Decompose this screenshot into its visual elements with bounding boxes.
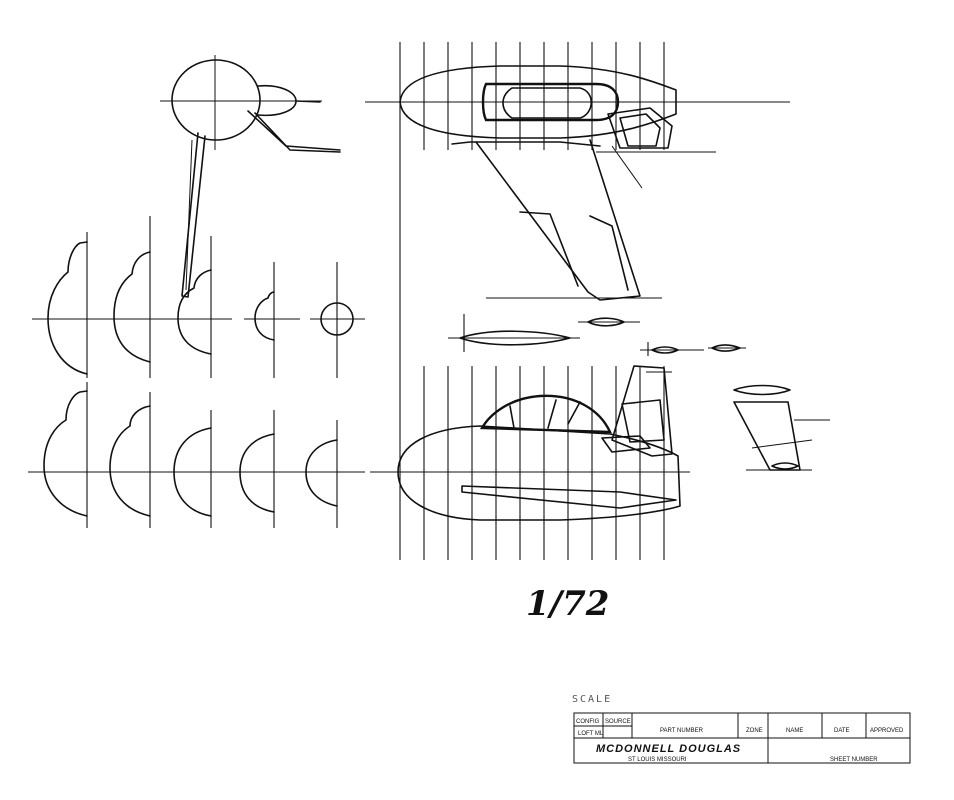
tb-sheet-number: SHEET NUMBER <box>830 757 878 763</box>
tb-approved: APPROVED <box>870 728 904 734</box>
cross-sections-upper <box>32 216 365 378</box>
tb-source: SOURCE <box>605 719 631 725</box>
tail-detail <box>733 401 830 471</box>
tb-loft-ml: LOFT ML <box>578 731 604 737</box>
scale-label: 1/72 <box>526 584 609 624</box>
title-block: CONFIG SOURCE LOFT ML PART NUMBER ZONE N… <box>573 712 911 764</box>
airfoil-sections <box>448 314 791 396</box>
side-view <box>370 365 690 560</box>
tb-name: NAME <box>786 728 803 734</box>
cross-sections-lower <box>28 382 365 528</box>
tb-part-number: PART NUMBER <box>660 728 704 734</box>
scale-note: SCALE <box>572 694 612 705</box>
tb-city: ST LOUIS MISSOURI <box>628 757 687 763</box>
tb-config: CONFIG <box>576 719 600 725</box>
front-view <box>160 55 341 298</box>
top-view <box>365 42 790 560</box>
tb-date: DATE <box>834 728 850 734</box>
tb-zone: ZONE <box>746 728 763 734</box>
tb-company: MCDONNELL DOUGLAS <box>596 743 741 755</box>
